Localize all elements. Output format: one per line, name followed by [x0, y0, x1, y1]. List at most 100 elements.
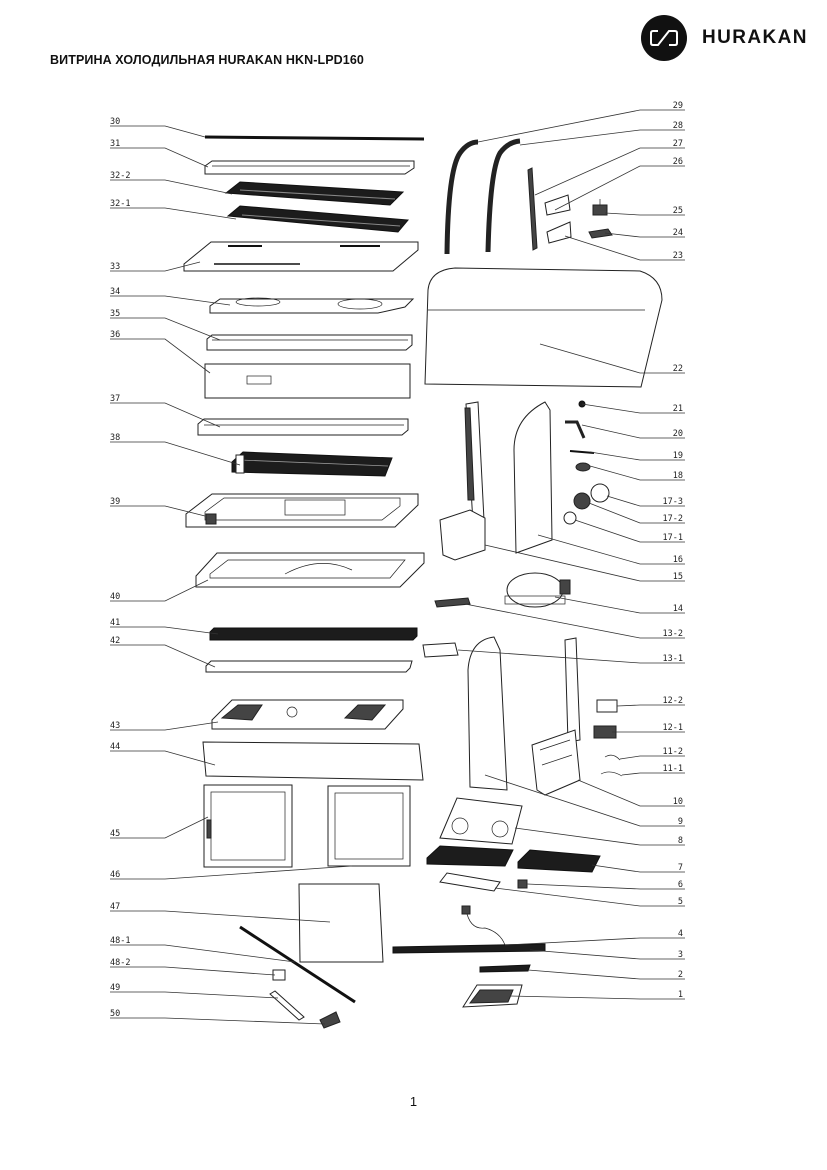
part-12-2 [596, 699, 618, 713]
leader-line-27 [534, 147, 685, 196]
callout-label-9: 9 [678, 817, 683, 827]
callout-label-14: 14 [673, 604, 683, 614]
page-number: 1 [409, 1094, 418, 1109]
brand-header: HURAKAN [641, 15, 808, 61]
callout-label-12-1: 12-1 [663, 723, 683, 733]
leader-line-21 [581, 403, 685, 414]
leader-line-46 [110, 865, 353, 880]
leader-line-4 [504, 937, 685, 946]
callout-label-20: 20 [673, 429, 683, 439]
callout-label-38: 38 [110, 433, 120, 443]
callout-label-33: 33 [110, 262, 120, 272]
leader-line-1 [509, 995, 685, 1000]
part-14 [504, 572, 571, 608]
part-27 [527, 167, 538, 251]
leader-line-17-2 [588, 502, 685, 524]
leader-line-35 [110, 317, 221, 341]
leader-line-43 [110, 721, 219, 731]
part-49 [269, 990, 305, 1021]
callout-label-22: 22 [673, 364, 683, 374]
callout-label-4: 4 [678, 929, 683, 939]
callout-label-46: 46 [110, 870, 120, 880]
callout-label-12-2: 12-2 [663, 696, 683, 706]
callout-label-1: 1 [678, 990, 683, 1000]
callout-label-24: 24 [673, 228, 683, 238]
brand-name: HURAKAN [702, 27, 808, 48]
part-34 [209, 297, 415, 314]
part-28 [485, 138, 521, 253]
part-7 [426, 845, 601, 873]
callout-label-21: 21 [673, 404, 683, 414]
part-9 [467, 636, 508, 791]
part-42 [205, 660, 413, 673]
leader-line-29 [477, 109, 685, 143]
leader-line-16 [537, 534, 685, 565]
callout-label-19: 19 [673, 451, 683, 461]
leader-line-12-2 [616, 704, 685, 707]
part-48-1 [239, 925, 356, 1004]
callout-label-47: 47 [110, 902, 120, 912]
leader-line-30 [110, 125, 206, 138]
callout-label-32-1: 32-1 [110, 199, 130, 209]
part-2 [479, 964, 531, 973]
leader-line-7 [591, 864, 685, 873]
leader-line-28 [519, 129, 685, 146]
part-11-1 [600, 771, 623, 777]
part-23 [546, 221, 572, 244]
callout-label-48-2: 48-2 [110, 958, 130, 968]
part-35 [206, 334, 413, 351]
callout-label-10: 10 [673, 797, 683, 807]
part-19 [569, 450, 595, 454]
callout-label-2: 2 [678, 970, 683, 980]
callout-label-45: 45 [110, 829, 120, 839]
callout-label-11-2: 11-2 [663, 747, 683, 757]
leader-line-11-1 [621, 772, 685, 776]
leader-line-5 [494, 887, 685, 907]
part-32-1 [226, 205, 409, 233]
leader-line-41 [110, 626, 219, 635]
callout-label-8: 8 [678, 836, 683, 846]
callout-label-36: 36 [110, 330, 120, 340]
part-29 [444, 139, 479, 255]
callout-label-17-3: 17-3 [663, 497, 683, 507]
leader-line-22 [539, 343, 685, 374]
leader-line-34 [110, 295, 231, 306]
part-50 [319, 1011, 341, 1029]
part-43 [211, 699, 404, 730]
callout-label-49: 49 [110, 983, 120, 993]
callout-label-42: 42 [110, 636, 120, 646]
callout-label-23: 23 [673, 251, 683, 261]
part-33 [183, 241, 419, 272]
callout-label-34: 34 [110, 287, 120, 297]
callout-label-43: 43 [110, 721, 120, 731]
part-22 [424, 267, 663, 388]
part-5 [439, 872, 501, 892]
leader-line-20 [581, 424, 685, 439]
part-3 [392, 943, 546, 954]
callout-label-13-2: 13-2 [663, 629, 683, 639]
part-17-2 [573, 492, 591, 510]
part-1 [462, 984, 523, 1008]
leader-line-10 [577, 779, 685, 807]
callout-label-50: 50 [110, 1009, 120, 1019]
hurakan-logo-icon [641, 15, 687, 61]
leader-line-48-2 [110, 966, 276, 976]
callout-label-28: 28 [673, 121, 683, 131]
leader-line-45 [110, 816, 209, 839]
callout-label-7: 7 [678, 863, 683, 873]
leader-line-36 [110, 338, 211, 374]
leader-line-47 [110, 910, 331, 923]
callout-label-18: 18 [673, 471, 683, 481]
callout-label-26: 26 [673, 157, 683, 167]
part-36 [204, 363, 411, 399]
leader-line-31 [110, 147, 209, 168]
callout-label-37: 37 [110, 394, 120, 404]
part-17-1 [563, 511, 577, 525]
callout-label-27: 27 [673, 139, 683, 149]
leader-line-32-2 [110, 179, 233, 195]
leader-line-9 [484, 774, 685, 827]
leader-line-32-1 [110, 207, 237, 220]
leader-line-13-2 [464, 603, 685, 639]
callout-label-30: 30 [110, 117, 120, 127]
